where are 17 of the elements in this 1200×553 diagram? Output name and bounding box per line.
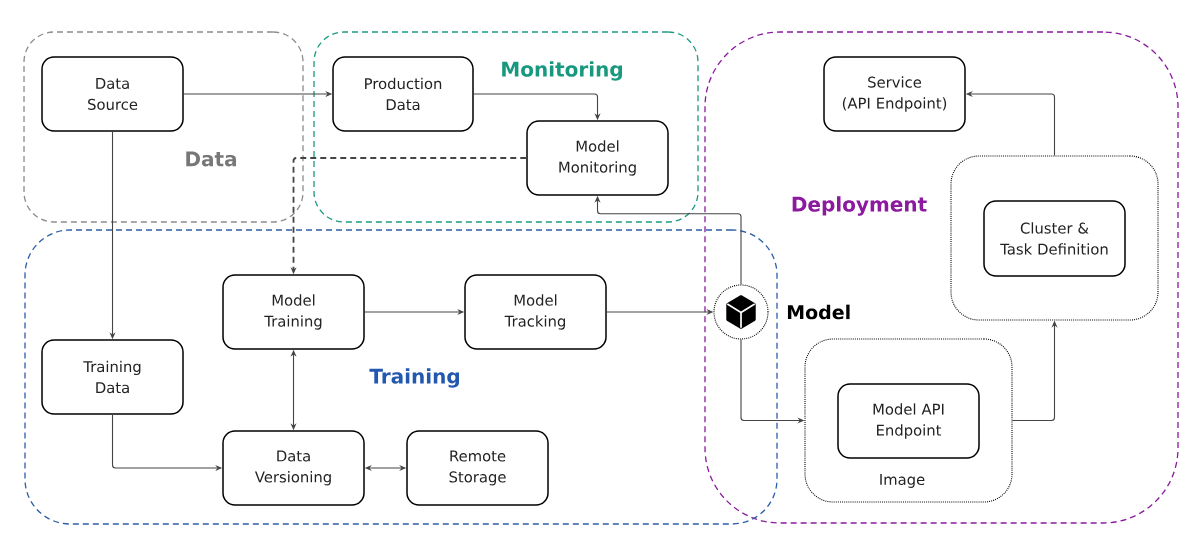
container-label: Image xyxy=(880,474,925,488)
region-title: Monitoring xyxy=(502,61,622,81)
region-title: Deployment xyxy=(792,196,927,216)
process-box: Production Data xyxy=(332,56,474,132)
process-box: Model Monitoring xyxy=(526,120,669,196)
process-box: Data Source xyxy=(41,56,184,132)
region-title: Data xyxy=(186,151,236,167)
process-box: Service (API Endpoint) xyxy=(823,56,966,132)
process-box: Model Tracking xyxy=(464,274,607,350)
process-box: Remote Storage xyxy=(406,430,549,506)
process-box: Cluster & Task Definition xyxy=(983,200,1126,277)
region-title: Training xyxy=(369,368,459,388)
process-box: Training Data xyxy=(41,339,184,415)
process-box: Model Training xyxy=(222,274,365,350)
process-box: Model API Endpoint xyxy=(837,383,980,459)
process-box: Data Versioning xyxy=(222,430,365,506)
node-caption: Model xyxy=(787,304,850,320)
